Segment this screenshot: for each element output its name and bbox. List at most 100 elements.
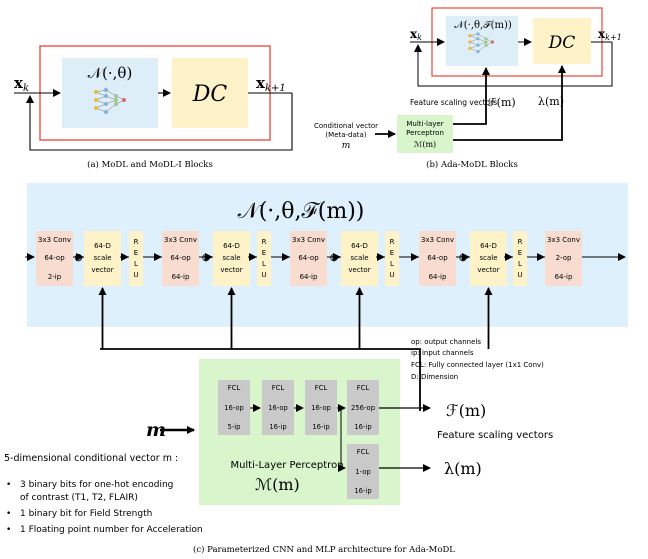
relu-letter: E — [390, 249, 394, 257]
fcl-op: 1-op — [355, 468, 370, 476]
fcl-block — [347, 444, 379, 499]
panel-b-lambda-label: λ(m) — [538, 95, 564, 108]
fcl-title: FCL — [272, 384, 285, 392]
bullet-3: 1 Floating point number for Acceleration — [20, 525, 203, 535]
relu-letter: E — [134, 249, 138, 257]
mlp-title: Multi-Layer Perceptron — [230, 460, 343, 471]
relu-letter: U — [389, 271, 394, 279]
panel-a-output-label: xk+1 — [256, 74, 286, 94]
conv-op: 2-op — [556, 254, 572, 262]
relu-letter: L — [390, 260, 394, 268]
conv-ip: 64-ip — [429, 273, 447, 281]
conv-ip: 64-ip — [555, 273, 573, 281]
fcl-title: FCL — [228, 384, 241, 392]
conv-title: 3x3 Conv — [38, 236, 71, 244]
conv-title: 3x3 Conv — [421, 236, 454, 244]
panel-c: 𝒩(·,θ,ℱ(m)) 3x3 Conv 64-op 2-ip 3x3 Conv 64-… — [4, 183, 628, 555]
fcl-ip: 16-ip — [354, 487, 371, 495]
panel-a-dc-label: DC — [192, 82, 228, 107]
panel-b-network-label: 𝒩(·,θ,ℱ(m)) — [454, 20, 512, 31]
fcl-block — [305, 380, 337, 435]
scale-vector-block — [470, 231, 507, 286]
panel-b-cond-line1: Conditional vector — [314, 122, 378, 130]
panel-a-dc-block — [172, 58, 248, 128]
conv-block — [419, 231, 456, 286]
relu-letter: E — [518, 249, 522, 257]
conv-block — [162, 231, 199, 286]
relu-letter: E — [262, 249, 266, 257]
relu-letter: L — [262, 260, 266, 268]
conv-op: 64-op — [44, 254, 65, 262]
scale-vector-block — [213, 231, 250, 286]
scale-line3: vector — [91, 266, 113, 274]
panel-b-dc-label: DC — [548, 33, 576, 53]
conv-op: 64-op — [298, 254, 319, 262]
panel-a-network-label: 𝒩(·,θ) — [88, 64, 133, 82]
panel-b-dc-block — [533, 18, 591, 64]
relu-letter: L — [518, 260, 522, 268]
fcl-block — [262, 380, 294, 435]
scale-feedback-bus — [100, 348, 421, 411]
scale-vector-block — [341, 231, 378, 286]
panel-c-caption: (c) Parameterized CNN and MLP architectu… — [193, 544, 455, 555]
fcl-ip: 16-ip — [312, 423, 329, 431]
cnn-title: 𝒩(·,θ,ℱ(m)) — [238, 199, 365, 224]
scale-line3: vector — [477, 266, 499, 274]
feature-vectors-label: Feature scaling vectors — [437, 430, 553, 441]
bullet-dot: • — [6, 480, 11, 490]
panel-b-feature-text: Feature scaling vectors — [410, 98, 497, 107]
conv-block — [290, 231, 327, 286]
panel-b-cond-m: m — [342, 141, 351, 151]
legend-fcl: FCL: Fully connected layer (1x1 Conv) — [411, 361, 544, 369]
panel-b-mlp-line1: Multi-layer — [406, 120, 443, 128]
panel-a-caption: (a) MoDL and MoDL-I Blocks — [87, 159, 213, 170]
cond-heading: 5-dimensional conditional vector m : — [4, 453, 178, 464]
relu-block — [129, 231, 143, 286]
fcl-title: FCL — [357, 448, 370, 456]
relu-letter: R — [262, 238, 267, 246]
panel-b-fm-arrow — [453, 67, 490, 125]
bullet-dot: • — [6, 525, 11, 535]
fcl-op: 256-op — [351, 404, 375, 412]
scale-line2: scale — [479, 254, 497, 262]
relu-letter: R — [134, 238, 139, 246]
panel-b-output-label: xk+1 — [598, 27, 622, 42]
scale-line2: scale — [222, 254, 240, 262]
panel-b-mlp-block — [397, 115, 453, 153]
fcl-op: 16-op — [224, 404, 244, 412]
relu-letter: U — [133, 271, 138, 279]
relu-block — [513, 231, 527, 286]
relu-block — [257, 231, 271, 286]
fcl-op: 16-op — [311, 404, 331, 412]
panel-b-mlp-line2: Perceptron — [406, 129, 444, 137]
conv-ip: 2-ip — [48, 273, 62, 281]
panel-b-feedback-loop — [414, 42, 613, 87]
scale-line2: scale — [93, 254, 111, 262]
scale-vector-block — [84, 231, 121, 286]
scale-line1: 64-D — [480, 242, 497, 250]
fcl-title: FCL — [315, 384, 328, 392]
conv-ip: 64-ip — [172, 273, 190, 281]
conv-block — [545, 231, 582, 286]
relu-letter: U — [517, 271, 522, 279]
relu-block — [385, 231, 399, 286]
mlp-math: ℳ(m) — [255, 475, 300, 494]
fcl-ip: 16-ip — [269, 423, 286, 431]
scale-line1: 64-D — [223, 242, 240, 250]
relu-letter: R — [518, 238, 523, 246]
panel-b-caption: (b) Ada-MoDL Blocks — [426, 159, 518, 170]
relu-letter: L — [134, 260, 138, 268]
panel-a-feedback-loop — [26, 93, 293, 151]
conv-op: 64-op — [170, 254, 191, 262]
panel-b-lambda-arrow — [453, 65, 566, 141]
relu-letter: U — [261, 271, 266, 279]
panel-b-mlp-math: ℳ(m) — [414, 140, 436, 149]
panel-b-network-block — [446, 16, 518, 66]
panel-b-fm-label: ℱ(m) — [488, 96, 516, 109]
bullet-dot: • — [6, 509, 11, 519]
panel-a-network-block — [62, 58, 158, 128]
scale-line1: 64-D — [94, 242, 111, 250]
scale-line3: vector — [348, 266, 370, 274]
panel-b: 𝒩(·,θ,ℱ(m)) DC xk xk+1 Feature scaling v… — [314, 7, 622, 170]
